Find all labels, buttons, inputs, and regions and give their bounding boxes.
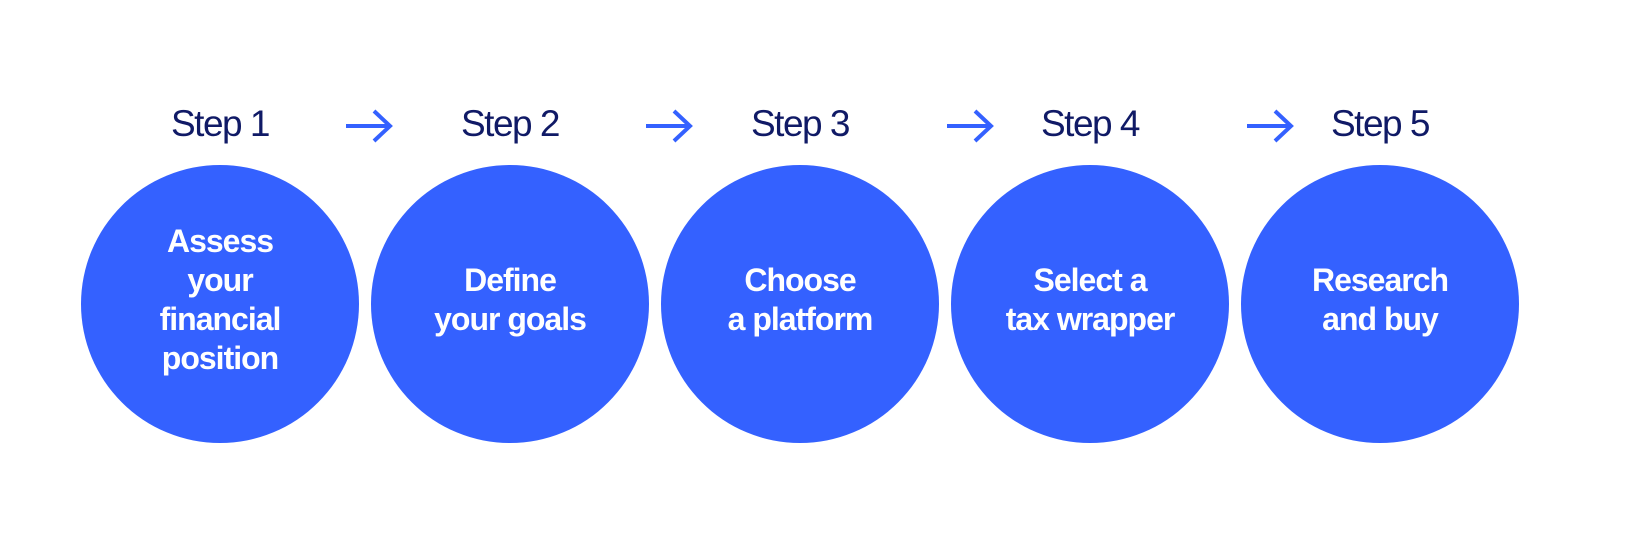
step-circle: Define your goals [371,165,649,443]
step-description: Define your goals [434,262,587,337]
step-circle: Choose a platform [661,165,939,443]
step-description: Research and buy [1311,262,1449,337]
step-label: Step 4 [1041,103,1140,144]
step-label: Step 3 [751,103,850,144]
step-circle: Research and buy [1241,165,1519,443]
step-3: Step 3 Choose a platform [655,0,945,559]
step-label: Step 2 [461,103,560,144]
step-circle: Select a tax wrapper [951,165,1229,443]
step-2: Step 2 Define your goals [365,0,655,559]
arrow-right-icon [646,109,693,143]
step-label: Step 1 [171,103,270,144]
arrow-right-icon [346,109,393,143]
step-description: Select a tax wrapper [1005,262,1176,337]
step-4: Step 4 Select a tax wrapper [945,0,1235,559]
arrow-right-icon [947,109,994,143]
step-5: Step 5 Research and buy [1235,0,1525,559]
arrow-right-icon [1247,109,1294,143]
step-description: Assess your financial position [159,223,282,376]
step-description: Choose a platform [727,262,874,337]
step-circle: Assess your financial position [81,165,359,443]
step-1: Step 1 Assess your financial position [75,0,365,559]
step-label: Step 5 [1331,103,1430,144]
